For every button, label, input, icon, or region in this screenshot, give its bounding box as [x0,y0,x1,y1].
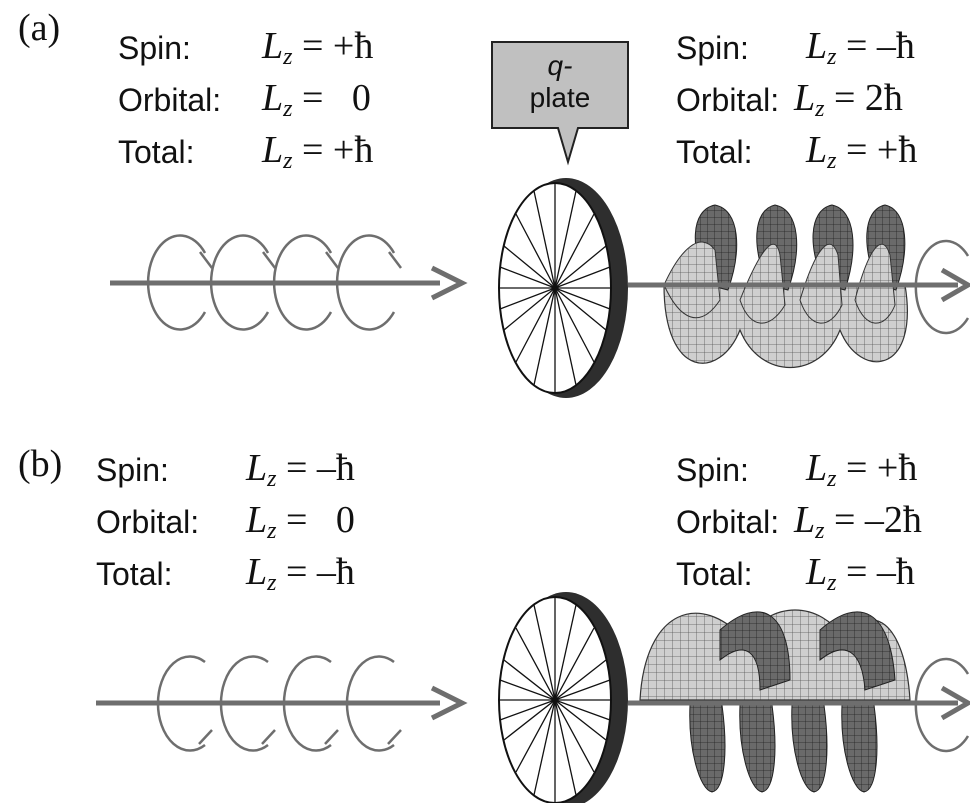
b-output-helical-beam [639,609,911,793]
a-input-spin-label: Spin: [118,30,191,66]
a-output-total-label: Total: [676,134,753,170]
a-input-orbital-eq: Lz = 0 [262,77,371,122]
a-output-spin-eq: Lz = –ħ [806,25,915,70]
a-input-total-eq: Lz = +ħ [262,129,374,174]
b-q-plate-disc [498,592,628,803]
a-output-orbital-label: Orbital: [676,82,780,118]
b-output-orbital-label: Orbital: [676,504,780,540]
a-output-spin-label: Spin: [676,30,749,66]
a-output-beam-arrow [628,239,970,335]
b-output-spin-label: Spin: [676,452,749,488]
b-output-beam-arrow [628,657,970,753]
b-input-spin-eq: Lz = –ħ [246,447,355,492]
b-output-total-eq: Lz = –ħ [806,551,915,596]
panel-a-label: (a) [18,7,61,49]
b-output-orbital-eq: Lz = –2ħ [794,499,922,544]
a-output-orbital-eq: Lz = 2ħ [794,77,903,122]
b-output-spin-eq: Lz = +ħ [806,447,918,492]
a-q-plate-disc [498,178,628,398]
b-input-spin-label: Spin: [96,452,169,488]
panel-b-label: (b) [18,443,63,485]
b-input-total-label: Total: [96,556,173,592]
a-output-helical-beam [663,204,908,368]
q-plate-callout-label: q- plate [529,50,591,113]
a-input-beam-arrow [110,265,468,301]
a-output-total-eq: Lz = +ħ [806,129,918,174]
b-input-orbital-eq: Lz = 0 [246,499,355,544]
b-input-total-eq: Lz = –ħ [246,551,355,596]
a-input-orbital-label: Orbital: [118,82,222,118]
a-input-spin-circles [146,234,402,331]
b-input-beam-arrow [96,685,468,721]
b-input-orbital-label: Orbital: [96,504,200,540]
b-input-spin-circles [156,655,402,752]
q-plate-callout [491,41,629,166]
a-input-total-label: Total: [118,134,195,170]
b-output-total-label: Total: [676,556,753,592]
a-input-spin-eq: Lz = +ħ [262,25,374,70]
